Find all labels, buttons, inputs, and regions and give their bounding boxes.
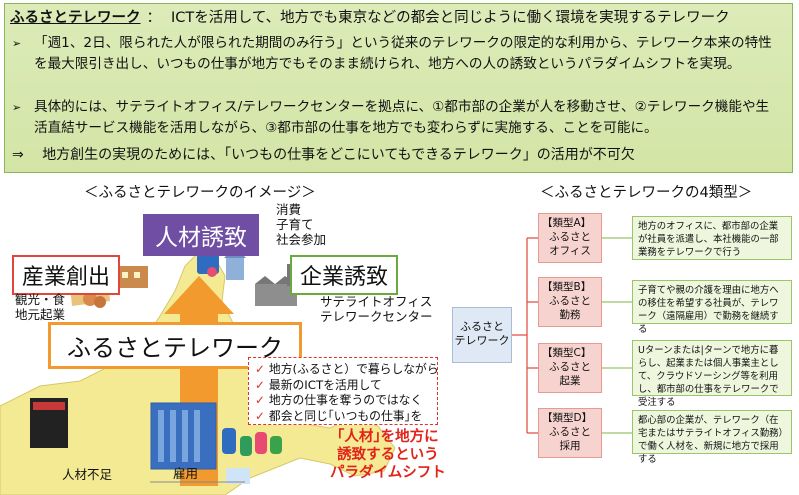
type-node-b: 【類型B】 ふるさと 勤務 — [538, 277, 602, 327]
type-desc-d: 都心部の企業が、テレワーク（在宅またはサテライトオフィス勤務）で働く人材を、新規… — [632, 410, 792, 465]
check-icon: ✓ — [255, 408, 265, 423]
type-node-a: 【類型A】 ふるさと オフィス — [538, 213, 602, 263]
check-icon: ✓ — [255, 377, 265, 392]
bullet-marker: ➢ — [12, 101, 22, 114]
definition-panel — [4, 3, 793, 173]
check-item: ✓最新のICTを活用して — [255, 377, 382, 392]
koyo-label: 雇用 — [173, 466, 199, 481]
type-node-d: 【類型D】 ふるさと 採用 — [538, 408, 602, 458]
check-item: ✓地方(ふるさと）で暮らしながら — [255, 362, 439, 376]
bullet-item: ➢ 具体的には、サテライトオフィス/テレワークセンターを拠点に、①都市部の企業が… — [12, 97, 777, 139]
type-desc-a: 地方のオフィスに、都市部の企業が社員を派遣し、本社機能の一部業務をテレワークで行… — [632, 216, 792, 260]
sangyo-soushutsu-box: 産業創出 — [12, 255, 121, 295]
bullet-marker: ➢ — [12, 37, 22, 50]
note-chimoto: 地元起業 — [15, 307, 66, 322]
jinzai-yuuchi-box: 人材誘致 — [143, 214, 259, 256]
root-node: ふるさと テレワーク — [452, 307, 512, 363]
type-desc-b: 子育てや親の介護を理由に地方への移住を希望する社員が、テレワーク（遠隔雇用）で勤… — [632, 280, 792, 335]
kigyo-yuuchi-box: 企業誘致 — [290, 255, 399, 295]
definition-colon: ： — [146, 10, 162, 26]
jinzai-busoku-label: 人材不足 — [62, 467, 113, 482]
bullet-text: 「週1、2日、限られた人が限られた期間のみ行う」という従来のテレワークの限定的な… — [34, 35, 772, 72]
type-desc-c: Uターンまたは|ターンで地方に暮らし、起業または個人事業主として、クラウドソーシ… — [632, 340, 792, 408]
note-shakai-sanka: 社会参加 — [276, 232, 327, 247]
conclusion-row: ⇒ 地方創生の実現のためには、「いつもの仕事をどこにいてもできるテレワーク」の活… — [12, 144, 635, 164]
check-list: ✓地方(ふるさと）で暮らしながら ✓最新のICTを活用して ✓地方の仕事を奪うの… — [248, 357, 439, 425]
note-shouhi: 消費 — [276, 202, 302, 217]
furusato-telework-box: ふるさとテレワーク — [48, 322, 302, 369]
conclusion-arrow: ⇒ — [12, 147, 24, 163]
note-telework-center: テレワークセンター — [320, 309, 433, 324]
check-item: ✓都会と同じ｢いつもの仕事｣を — [255, 408, 423, 423]
check-icon: ✓ — [255, 362, 265, 376]
sangyo-notes: 観光・食 地元起業 — [15, 292, 65, 322]
paradigm-shift-text: ｢人材｣を地方に 誘致するという パラダイムシフト — [330, 429, 446, 481]
types-section-title: ＜ふるさとテレワークの4類型＞ — [540, 185, 753, 201]
jinzai-notes: 消費 子育て 社会参加 — [276, 202, 326, 247]
bullet-item: ➢ 「週1、2日、限られた人が限られた期間のみ行う」という従来のテレワークの限定… — [12, 33, 777, 75]
tree-connectors — [512, 237, 632, 434]
check-item: ✓地方の仕事を奪うのではなく — [255, 393, 423, 407]
check-icon: ✓ — [255, 393, 265, 407]
note-kosodate: 子育て — [276, 217, 314, 232]
note-kankou: 観光・食 — [15, 292, 66, 307]
bullet-text: 具体的には、サテライトオフィス/テレワークセンターを拠点に、①都市部の企業が人を… — [34, 99, 770, 136]
definition-row: ふるさとテレワーク ： ICTを活用して、地方でも東京などの都会と同じように働く環境… — [10, 6, 730, 27]
image-section-title: ＜ふるさとテレワークのイメージ＞ — [84, 185, 316, 201]
definition-text: ICTを活用して、地方でも東京などの都会と同じように働く環境を実現するテレワーク — [171, 10, 730, 26]
definition-title: ふるさとテレワーク — [10, 10, 141, 26]
type-node-c: 【類型C】 ふるさと 起業 — [538, 343, 602, 393]
conclusion-text: 地方創生の実現のためには、「いつもの仕事をどこにいてもできるテレワーク」の活用が… — [42, 147, 635, 163]
kigyo-notes: サテライトオフィス テレワークセンター — [320, 294, 433, 324]
note-satellite: サテライトオフィス — [320, 294, 433, 309]
